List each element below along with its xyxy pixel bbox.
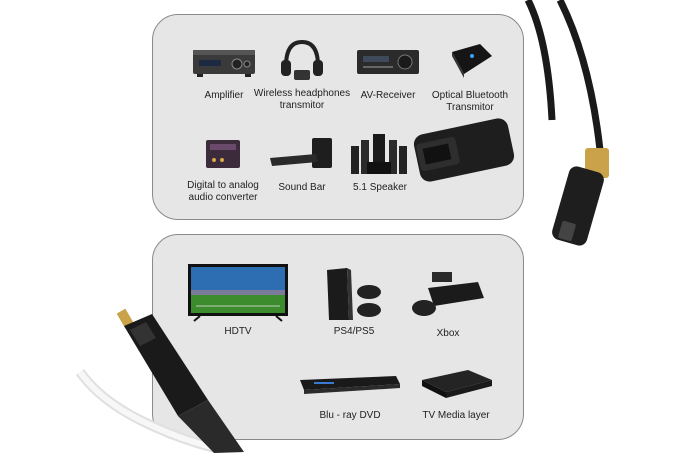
device-dac: Digital to analog audio converter — [176, 134, 270, 204]
dac-icon — [206, 140, 240, 168]
playstation-icon — [327, 268, 381, 320]
tv-icon — [188, 264, 288, 322]
device-label: Amplifier — [204, 90, 244, 101]
device-hdtv: HDTV — [186, 262, 290, 338]
device-label: PS4/PS5 — [333, 326, 375, 337]
media-player-icon — [422, 370, 492, 398]
headphones-icon — [281, 39, 323, 80]
optical-cable-top — [524, 0, 604, 151]
compatible-devices-panel-top — [152, 14, 524, 220]
speaker-system-icon — [351, 134, 407, 174]
device-label: Blu - ray DVD — [319, 410, 381, 421]
device-xbox: Xbox — [406, 268, 490, 340]
device-label: TV Media layer — [422, 410, 490, 421]
amplifier-icon — [193, 50, 255, 77]
device-amplifier: Amplifier — [184, 44, 264, 102]
device-label: Optical Bluetooth Transmitor — [431, 90, 509, 113]
device-av-receiver: AV-Receiver — [348, 44, 428, 102]
bluray-player-icon — [300, 376, 400, 394]
device-label: Digital to analog audio converter — [187, 180, 259, 203]
av-receiver-icon — [357, 50, 419, 74]
device-soundbar: Sound Bar — [262, 134, 342, 194]
device-ps4-ps5: PS4/PS5 — [318, 266, 390, 338]
device-optical-bluetooth: Optical Bluetooth Transmitor — [420, 40, 520, 114]
xbox-icon — [412, 272, 484, 316]
device-label: HDTV — [224, 326, 252, 337]
device-tv-media-player: TV Media layer — [410, 362, 502, 422]
toslink-connector-top-right — [552, 148, 609, 246]
device-label: Sound Bar — [278, 182, 326, 193]
soundbar-icon — [270, 138, 332, 168]
device-51-speaker: 5.1 Speaker — [340, 132, 420, 194]
device-label: Xbox — [436, 328, 460, 339]
device-label: 5.1 Speaker — [353, 182, 407, 193]
device-wireless-headphones: Wireless headphones transmitor — [246, 38, 358, 112]
device-bluray-dvd: Blu - ray DVD — [296, 370, 404, 422]
device-label: AV-Receiver — [360, 90, 416, 101]
device-label: Wireless headphones transmitor — [253, 88, 351, 111]
bluetooth-transmitter-icon — [452, 44, 492, 78]
